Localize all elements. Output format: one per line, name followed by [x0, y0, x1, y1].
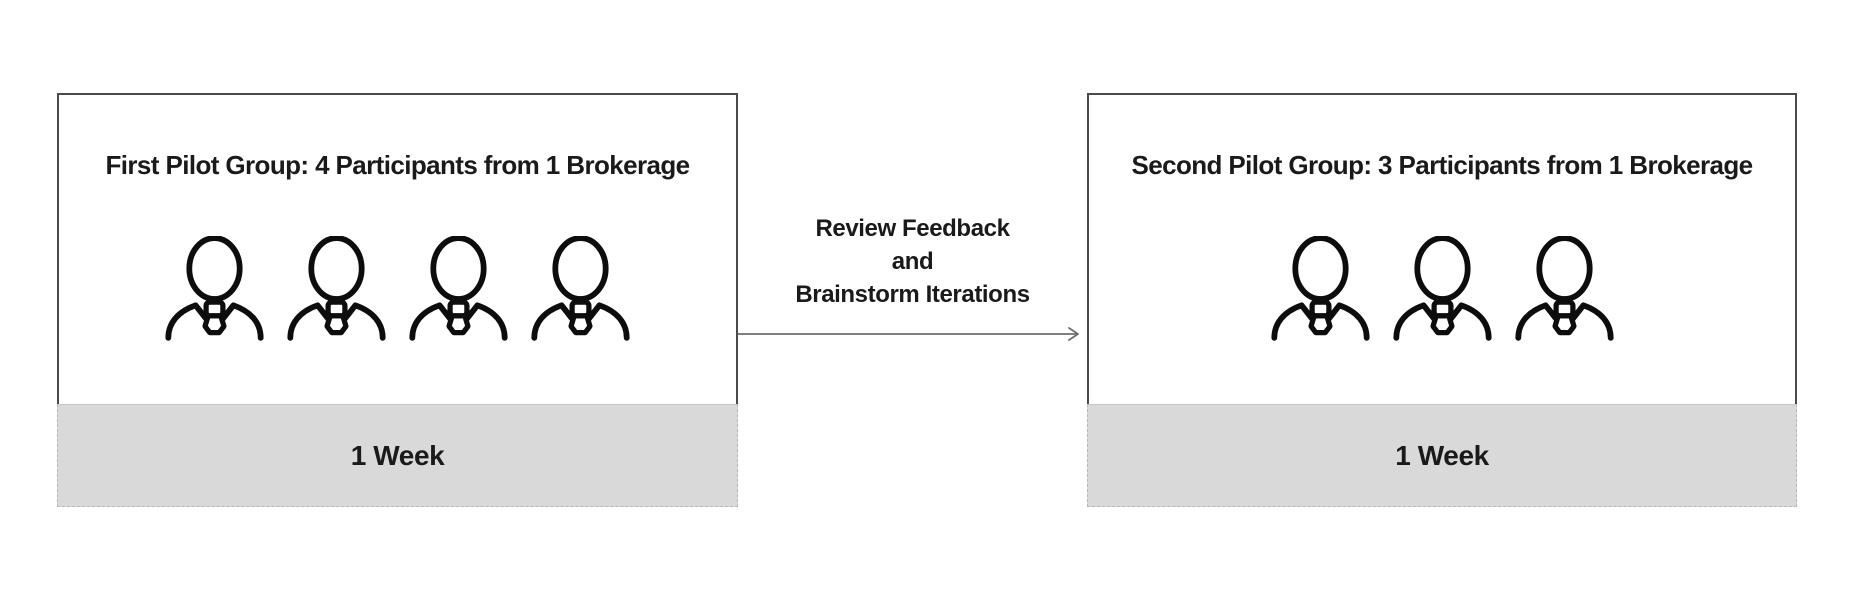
stage-content-panel: First Pilot Group: 4 Participants from 1… [57, 93, 738, 404]
stage-title: First Pilot Group: 4 Participants from 1… [105, 150, 690, 180]
stage-second-pilot-group: Second Pilot Group: 3 Participants from … [1087, 93, 1797, 507]
participants-row [1268, 236, 1617, 341]
businessperson-icon [1268, 236, 1373, 341]
duration-label: 1 Week [350, 439, 445, 471]
duration-bar: 1 Week [1087, 404, 1797, 507]
participants-row [162, 236, 633, 341]
connector-label-line: Review Feedback [815, 215, 1010, 242]
connector-label: Review Feedback and Brainstorm Iteration… [738, 212, 1087, 311]
duration-bar: 1 Week [57, 404, 738, 507]
duration-label: 1 Week [1395, 439, 1489, 471]
businessperson-icon [528, 236, 633, 341]
stage-content-panel: Second Pilot Group: 3 Participants from … [1087, 93, 1797, 404]
arrow-right-icon [738, 327, 1079, 341]
businessperson-icon [1390, 236, 1495, 341]
businessperson-icon [1512, 236, 1617, 341]
stage-title: Second Pilot Group: 3 Participants from … [1131, 150, 1754, 180]
connector-label-line: Brainstorm Iterations [795, 281, 1030, 308]
businessperson-icon [406, 236, 511, 341]
connector-label-line: and [891, 248, 934, 275]
stage-first-pilot-group: First Pilot Group: 4 Participants from 1… [57, 93, 738, 507]
businessperson-icon [284, 236, 389, 341]
businessperson-icon [162, 236, 267, 341]
